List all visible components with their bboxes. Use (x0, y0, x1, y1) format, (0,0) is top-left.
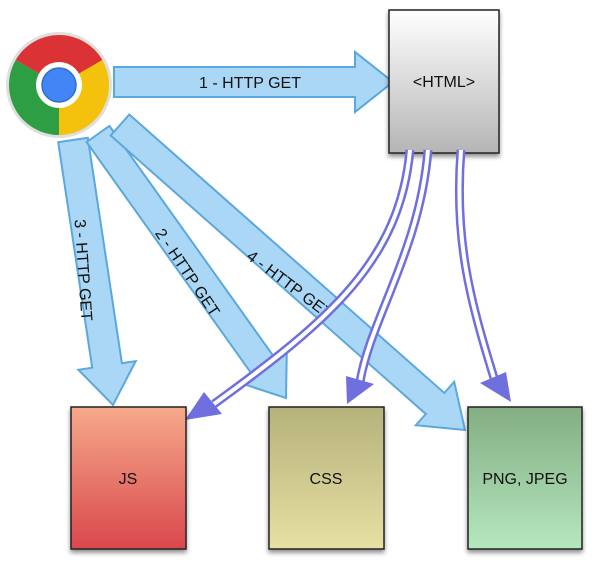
images-node: PNG, JPEG (467, 406, 583, 550)
request-arrow-3: 3 - HTTP GET (57, 136, 138, 407)
request-arrow-1: 1 - HTTP GET (113, 49, 395, 115)
reference-arrow-js (185, 149, 415, 420)
js-node-label: JS (119, 471, 138, 488)
reference-arrow-css (346, 149, 433, 404)
js-node: JS (70, 406, 187, 550)
html-node: <HTML> (388, 9, 500, 154)
request-arrow-1-label: 1 - HTTP GET (199, 75, 301, 92)
html-node-label: <HTML> (413, 74, 475, 91)
chrome-browser-icon (6, 32, 112, 138)
css-node-label: CSS (310, 471, 343, 488)
reference-arrow-images (454, 149, 511, 402)
css-node: CSS (268, 406, 385, 550)
images-node-label: PNG, JPEG (482, 471, 567, 488)
